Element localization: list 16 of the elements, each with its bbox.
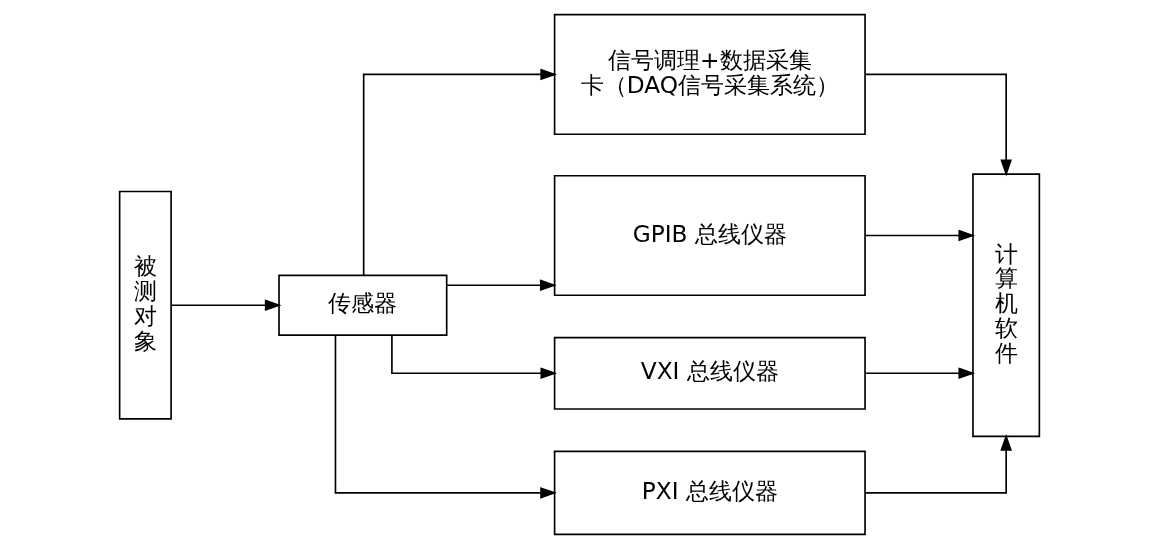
arrow — [170, 299, 282, 312]
node-box: 信号调理+数据采集卡（DAQ信号采集系统） — [553, 13, 866, 136]
arrow — [446, 279, 557, 292]
arrow — [334, 334, 557, 499]
node-box: VXI 总线仪器 — [553, 336, 866, 410]
node-box: 传感器 — [278, 274, 448, 336]
node-box: 被测对象 — [118, 190, 172, 420]
arrow — [864, 367, 976, 380]
arrow — [362, 68, 557, 276]
arrow — [864, 73, 1012, 177]
node-box: PXI 总线仪器 — [553, 450, 866, 536]
arrow — [864, 434, 1012, 494]
arrow — [391, 334, 558, 380]
node-box: GPIB 总线仪器 — [553, 174, 866, 297]
node-box: 计算机软件 — [972, 173, 1041, 438]
arrow — [864, 229, 976, 242]
